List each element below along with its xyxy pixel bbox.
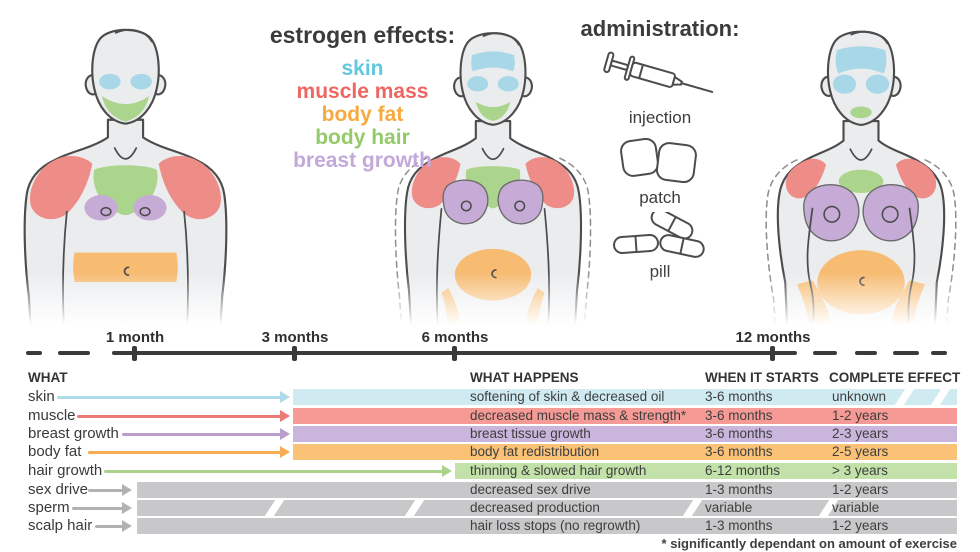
cell-when-it-starts: 6-12 months <box>705 463 781 478</box>
arrow-sex-drive <box>88 484 132 496</box>
syringe-icon <box>603 51 714 93</box>
timeline-tick-12-months <box>770 346 775 361</box>
timeline-dash <box>813 351 837 355</box>
timeline-tick-6-months <box>452 346 457 361</box>
patch-icon <box>620 137 697 184</box>
timeline-dash <box>893 351 919 355</box>
cell-complete-effect: 1-2 years <box>832 482 889 497</box>
row-label-sperm: sperm <box>28 499 70 516</box>
row-label-skin: skin <box>28 388 55 405</box>
bar-sex-drive <box>137 482 957 498</box>
legend-title: estrogen effects: <box>269 22 456 48</box>
cell-what-happens: decreased muscle mass & strength* <box>470 408 687 423</box>
timeline-tick-3-months <box>292 346 297 361</box>
bar-break-slash <box>264 500 285 516</box>
timeline-dash <box>855 351 877 355</box>
cell-what-happens: thinning & slowed hair growth <box>470 463 647 478</box>
legend-item-muscle-mass: muscle mass <box>296 80 429 103</box>
cell-complete-effect: variable <box>832 500 880 515</box>
row-label-breast-growth: breast growth <box>28 425 119 442</box>
timeline-tick-1-month <box>132 346 137 361</box>
bar-scalp-hair <box>137 518 957 534</box>
arrow-scalp-hair <box>95 520 132 532</box>
arrow-breast-growth <box>122 428 290 440</box>
cell-when-it-starts: variable <box>705 500 753 515</box>
cell-when-it-starts: 3-6 months <box>705 408 773 423</box>
column-header-complete-effect: COMPLETE EFFECT <box>829 370 961 385</box>
administration-section: administration: injection patch <box>575 16 745 282</box>
legend-item-body-hair: body hair <box>315 126 410 149</box>
bar-break-slash <box>404 500 425 516</box>
timeline-dash <box>58 351 90 355</box>
cell-when-it-starts: 3-6 months <box>705 389 773 404</box>
arrow-hair-growth <box>104 465 452 477</box>
cell-what-happens: body fat redistribution <box>470 444 600 459</box>
bottom-fade-gradient <box>0 272 980 338</box>
cell-when-it-starts: 1-3 months <box>705 482 773 497</box>
arrow-skin <box>57 391 290 403</box>
cell-what-happens: decreased sex drive <box>470 482 591 497</box>
patch-label: patch <box>639 188 681 207</box>
row-label-scalp-hair: scalp hair <box>28 517 93 534</box>
cell-complete-effect: > 3 years <box>832 463 888 478</box>
column-header-what: WHAT <box>28 370 68 385</box>
injection-label: injection <box>628 108 692 127</box>
bar-break-slash <box>930 389 951 405</box>
bar-sperm <box>137 500 957 516</box>
timeline-dash <box>931 351 947 355</box>
administration-method-patch: patch <box>575 132 745 208</box>
row-label-hair-growth: hair growth <box>28 462 103 479</box>
cell-complete-effect: 2-5 years <box>832 444 889 459</box>
timeline-dash <box>26 351 42 355</box>
row-label-body-fat: body fat <box>28 443 82 460</box>
bar-hair-growth <box>455 463 957 479</box>
bar-break-slash <box>682 500 703 516</box>
cell-complete-effect: 1-2 years <box>832 518 889 533</box>
bar-breast-growth <box>293 426 957 442</box>
cell-what-happens: softening of skin & decreased oil <box>470 389 665 404</box>
arrow-body-fat <box>88 446 290 458</box>
administration-method-injection: injection <box>575 46 745 128</box>
cell-what-happens: breast tissue growth <box>470 426 591 441</box>
cell-complete-effect: unknown <box>832 389 887 404</box>
cell-what-happens: hair loss stops (no regrowth) <box>470 518 641 533</box>
column-header-what-happens: WHAT HAPPENS <box>470 370 579 385</box>
row-label-muscle: muscle <box>28 407 76 424</box>
column-header-when-it-starts: WHEN IT STARTS <box>705 370 819 385</box>
row-label-sex-drive: sex drive <box>28 481 89 498</box>
legend-item-body-fat: body fat <box>321 103 404 126</box>
administration-title: administration: <box>580 16 740 41</box>
pill-icon <box>613 212 705 258</box>
arrow-sperm <box>72 502 132 514</box>
cell-what-happens: decreased production <box>470 500 600 515</box>
legend-item-skin: skin <box>341 57 384 80</box>
legend-item-breast-growth: breast growth <box>293 149 432 172</box>
cell-complete-effect: 2-3 years <box>832 426 889 441</box>
bar-body-fat <box>293 444 957 460</box>
cell-when-it-starts: 3-6 months <box>705 426 773 441</box>
timeline-line <box>112 351 797 355</box>
cell-when-it-starts: 1-3 months <box>705 518 773 533</box>
bar-break-slash <box>894 389 915 405</box>
arrow-muscle <box>77 410 290 422</box>
estrogen-effects-legend: estrogen effects: skin muscle mass body … <box>245 22 480 172</box>
exercise-footnote: * significantly dependant on amount of e… <box>661 536 957 551</box>
administration-method-pill: pill <box>575 212 745 282</box>
cell-when-it-starts: 3-6 months <box>705 444 773 459</box>
bar-muscle <box>293 408 957 424</box>
bar-skin <box>293 389 957 405</box>
cell-complete-effect: 1-2 years <box>832 408 889 423</box>
